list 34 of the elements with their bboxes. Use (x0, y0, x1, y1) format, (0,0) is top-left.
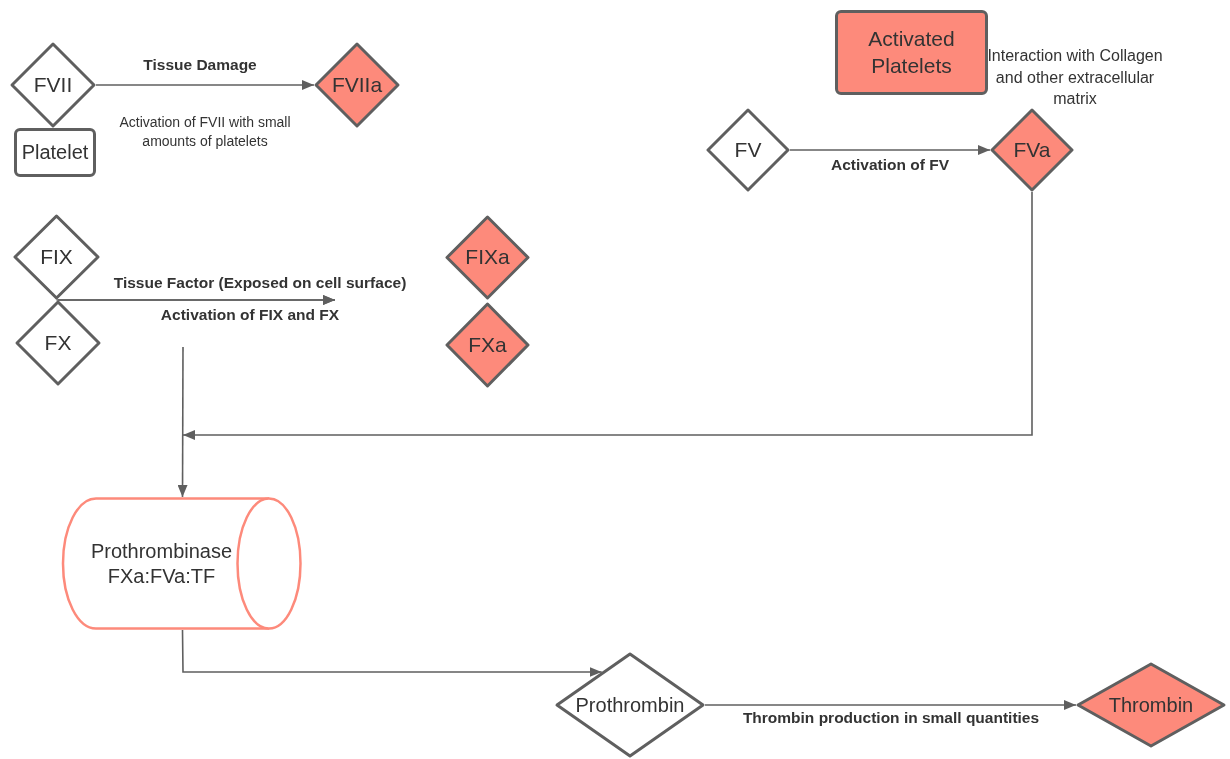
node-label: Thrombin (1108, 692, 1194, 718)
activated-factor-diamond (990, 108, 1074, 192)
arrow (181, 629, 603, 677)
node-label: FIXa (465, 244, 510, 271)
node-label: FX (44, 329, 72, 356)
note-text: Interaction with Collagen and other extracellular matrix (986, 46, 1164, 110)
activated-platelets-box (835, 10, 988, 95)
arrow (704, 700, 1077, 710)
platelet-box (14, 128, 96, 177)
node-label: FXa (468, 331, 507, 358)
node-label: FV (734, 136, 762, 163)
arrow (182, 191, 1033, 440)
factor-diamond (13, 214, 100, 300)
node-label: FIX (40, 243, 73, 270)
activated-factor-diamond (445, 302, 530, 388)
node-label: Activated Platelets (867, 26, 956, 79)
node-label: FVa (1013, 136, 1051, 163)
node-label: Platelet (21, 140, 89, 165)
node-label: Prothrombinase FXa:FVa:TF (89, 538, 234, 589)
arrow (789, 145, 991, 155)
complex-cylinder (63, 497, 302, 630)
activated-factor-diamond (1076, 662, 1226, 748)
activated-factor-diamond (314, 42, 400, 128)
factor-diamond (706, 108, 790, 192)
factor-diamond (10, 42, 96, 128)
node-label: FVII (33, 71, 73, 98)
arrow (177, 346, 188, 498)
node-label: FVIIa (331, 71, 383, 98)
factor-diamond (15, 300, 101, 386)
note-text: Activation of FVII with small amounts of platelets (118, 113, 292, 151)
node-label: Prothrombin (575, 692, 685, 718)
factor-diamond (555, 652, 705, 758)
activated-factor-diamond (445, 215, 530, 300)
arrow (95, 80, 315, 90)
